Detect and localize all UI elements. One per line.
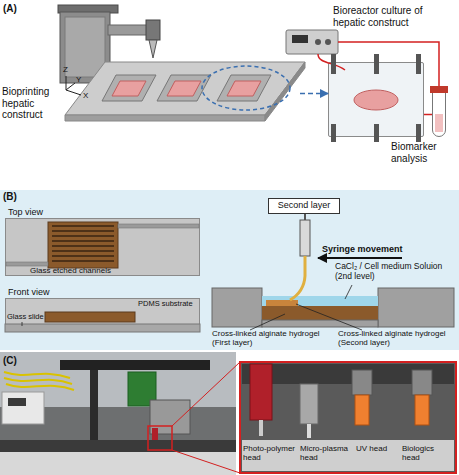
zoom-line [172,450,240,473]
printer-arm [108,25,152,35]
part-label: Cross-linked alginate hydrogel (First la… [212,329,334,347]
hepatic-construct [112,81,146,96]
needle [259,420,263,436]
axis-label: Z [63,65,73,74]
tube-label: Biomarker analysis [391,141,453,164]
pump-knob [325,39,331,45]
mold-slot [217,75,271,101]
bioreactor-box: Bioreactor culture of hepatic construct [328,62,424,137]
sample-tube: Biomarker analysis [432,92,446,137]
printer-top [58,5,118,13]
circuit-board [128,372,156,406]
mold-slot [157,75,211,101]
axis-line [66,83,75,90]
photo-wall [0,352,236,407]
print-head [146,20,160,40]
axis-line [66,90,81,95]
biologics-mount [412,370,432,395]
photo-polymer-syringe [250,364,272,420]
head-label: Biologics head [402,444,452,462]
layer-tag-text: Second layer [269,200,339,210]
nozzle [149,40,157,58]
zoom-marker [148,426,172,450]
uv-head [355,395,369,425]
part-label: CaCl₂ / Cell medium Soluion (2nd level) [335,262,455,282]
printing-stage: Bioprinting hepatic construct [60,20,300,125]
part-label: PDMS substrate [138,300,200,309]
inset-top [242,364,454,384]
head-label: Photo-polymer head [243,444,299,462]
part-label: Glass slide [7,313,49,322]
cables [4,372,74,390]
hepatic-construct [167,81,201,96]
view-heading: Front view [8,287,98,297]
printer-panel [65,17,105,77]
axis-label: X [83,91,93,100]
zoom-line [172,362,240,426]
pump-display [292,35,308,43]
micro-plasma-head [300,384,318,424]
controller-box [2,392,44,424]
tubing-connector [424,114,432,116]
motion-label: Syringe movement [322,244,417,254]
biologics-head [415,395,429,425]
gantry-post [90,370,98,440]
printer-body [60,12,110,83]
table [0,452,236,475]
transfer-arrow [300,93,328,95]
stage-heading: Bioprinting hepatic construct [2,86,58,121]
panel-letter: (B) [3,191,33,203]
syringe-pump [286,30,338,54]
head-cluster [150,400,190,434]
platform-side [265,62,305,121]
platform-edge [65,115,265,121]
bioreactor-heading: Bioreactor culture of hepatic construct [333,5,455,28]
gantry [60,360,210,370]
zoom-inset [240,362,456,473]
needle [307,424,311,438]
axis-label: Y [76,75,86,84]
print-platform [65,62,305,115]
axis-line [66,76,67,90]
head-label: Micro-plasma head [300,444,354,462]
photo-background [0,352,236,475]
head-label: UV head [356,444,396,453]
part-label: Cross-linked alginate hydrogel (Second l… [338,329,456,347]
inset-base [242,440,454,471]
syringe-photo [152,428,158,444]
view-heading: Top view [8,207,98,217]
layer-tag: Second layer [268,198,340,214]
hepatic-construct [227,81,261,96]
selection-ellipse [202,66,290,110]
controller-display [8,398,26,406]
panel-letter: (A) [3,3,33,15]
pump-knob [315,39,321,45]
mold-slot [102,75,156,101]
uv-mount [352,370,372,395]
part-label: Glass etched channels [30,266,140,275]
rail [0,440,236,452]
panel-letter: (C) [3,355,33,367]
